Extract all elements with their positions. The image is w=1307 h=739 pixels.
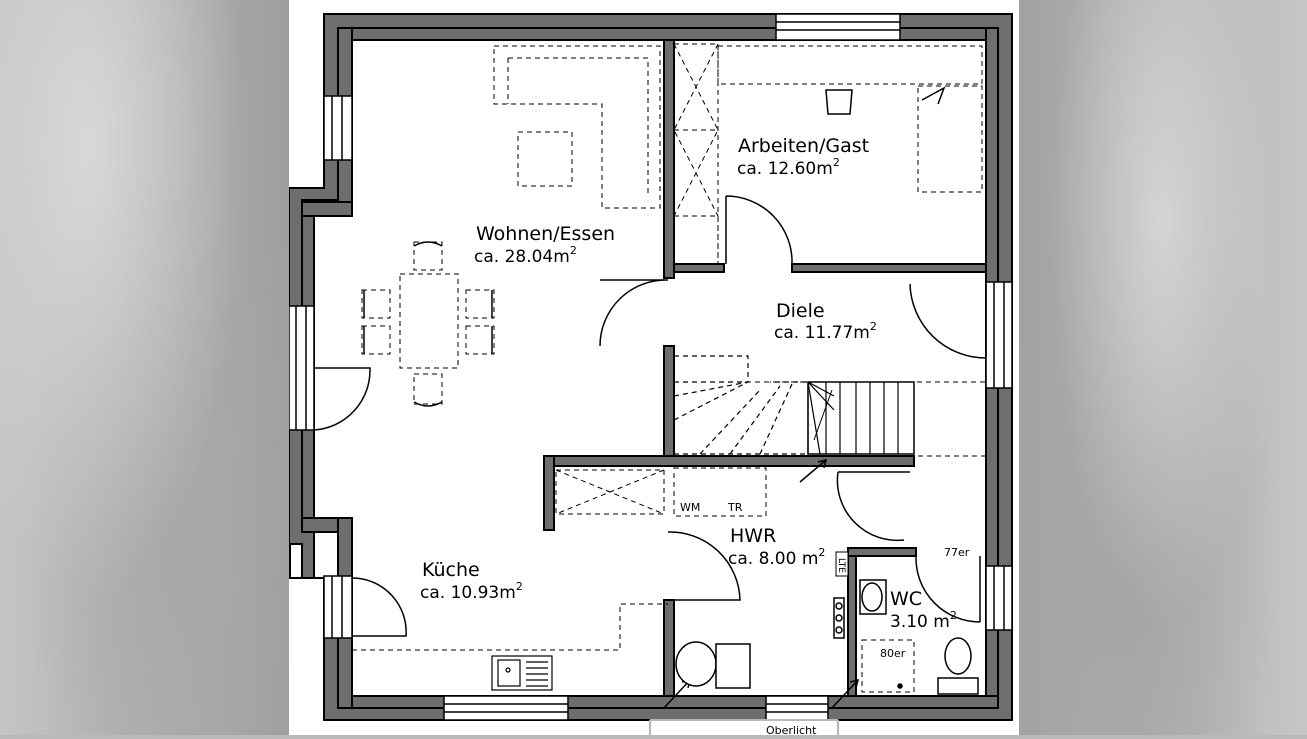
door-wohnen [599,279,669,347]
door-wc [915,555,981,623]
window-right-diele [985,281,1013,389]
kitchen-counter [352,603,668,651]
vent-arrows [663,458,860,709]
label-tr: TR [727,501,743,514]
label-hwr-tag: LTE [836,558,846,573]
window-left-bay [288,305,315,431]
door-arbeiten [725,195,793,265]
fixture-labels: WM TR 77er 80er Oberlicht LTE [680,501,970,737]
door-hwr [667,531,741,601]
floor-plan: Wohnen/Essen ca. 28.04m2 Arbeiten/Gast c… [288,13,1013,737]
window-bottom-hwr [765,695,829,721]
room-name-wohnen: Wohnen/Essen [476,223,615,245]
window-right-wc [985,565,1013,631]
label-wm: WM [680,501,700,514]
label-oberlicht: Oberlicht [766,724,817,735]
label-80er: 80er [880,647,906,660]
sofa-outline [493,45,661,209]
window-bottom-kitchen [443,695,569,721]
boiler [675,641,717,687]
door-diele-hwr [836,471,910,542]
floor-plan-sheet: Wohnen/Essen ca. 28.04m2 Arbeiten/Gast c… [288,0,1019,737]
door-entrance [909,283,987,359]
window-top [775,13,901,41]
room-area-wohnen: ca. 28.04m2 [474,244,577,267]
room-area-arbeiten: ca. 12.60m2 [737,156,840,179]
furniture-dashed [352,43,986,693]
interior-walls [543,39,987,697]
hwr-fixtures [675,597,845,689]
window-left-top [323,95,353,161]
blurred-background-left [0,0,289,735]
room-name-diele: Diele [776,300,825,322]
staircase [673,355,915,455]
bed [917,85,983,193]
door-kitchen [351,577,407,637]
room-name-hwr: HWR [730,525,776,547]
label-77er: 77er [944,546,970,559]
room-area-kueche: ca. 10.93m2 [420,580,523,603]
office-chair [825,86,946,115]
chair-backs [363,241,493,407]
wardrobe [673,43,719,265]
coffee-table [517,131,573,187]
wc-fixtures [859,579,979,695]
windows [288,13,1013,721]
tank [715,643,751,689]
dining-table [399,273,459,369]
room-labels: Wohnen/Essen ca. 28.04m2 Arbeiten/Gast c… [420,135,957,632]
toilet [944,637,972,675]
room-name-arbeiten: Arbeiten/Gast [738,135,869,157]
door-garden [313,367,371,431]
room-name-wc: WC [890,588,922,610]
window-left-kitchen [323,575,353,639]
room-area-diele: ca. 11.77m2 [774,320,877,343]
room-area-hwr: ca. 8.00 m2 [728,546,825,569]
kitchen-sink [491,655,553,691]
room-name-kueche: Küche [422,559,480,581]
doors [313,195,987,637]
room-area-wc: 3.10 m2 [890,609,957,632]
blurred-background-right [1019,0,1307,735]
